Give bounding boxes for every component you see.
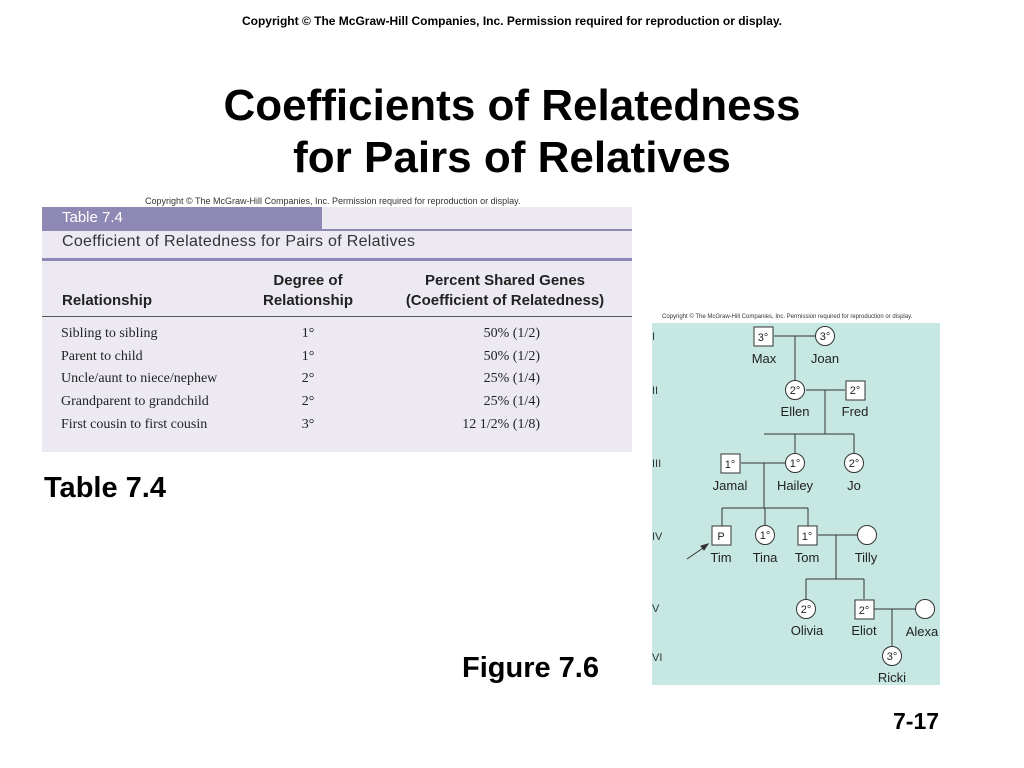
pedigree-female-ricki xyxy=(882,646,902,666)
generation-label: II xyxy=(652,385,658,397)
cell-percent: 25% (1/4) xyxy=(483,394,540,409)
degree-label: 1° xyxy=(760,530,771,542)
generation-label: VI xyxy=(652,652,662,664)
person-name: Ricki xyxy=(878,670,906,685)
cell-degree: 2° xyxy=(301,394,315,409)
proband-arrow-icon xyxy=(686,543,710,560)
degree-label: 3° xyxy=(820,331,831,343)
pedigree-male-max xyxy=(753,326,774,347)
pedigree-female-alexa xyxy=(915,599,935,619)
pedigree-chart: I II III IV V VI 3° Max 3° Joan 2 xyxy=(652,323,940,685)
cell-relationship: Uncle/aunt to niece/nephew xyxy=(61,371,218,386)
table-divider xyxy=(42,258,632,261)
person-name: Tom xyxy=(795,550,820,565)
cell-relationship: Parent to child xyxy=(61,349,143,364)
person-name: Olivia xyxy=(791,623,824,638)
table-row: First cousin to first cousin 3° 12 1/2% … xyxy=(42,417,632,439)
cell-percent: 50% (1/2) xyxy=(483,326,540,341)
table-row: Parent to child 1° 50% (1/2) xyxy=(42,349,632,371)
proband-label: P xyxy=(717,531,724,543)
column-header-percent-line-2: (Coefficient of Relatedness) xyxy=(405,292,605,309)
degree-label: 2° xyxy=(801,604,812,616)
degree-label: 2° xyxy=(850,385,861,397)
person-name: Eliot xyxy=(851,623,877,638)
table-row: Grandparent to grandchild 2° 25% (1/4) xyxy=(42,394,632,416)
generation-label: I xyxy=(652,331,655,343)
table-caption: Coefficient of Relatedness for Pairs of … xyxy=(62,233,416,250)
pedigree-male-jamal xyxy=(720,453,741,474)
cell-degree: 2° xyxy=(301,371,315,386)
table-panel xyxy=(42,207,632,452)
person-name: Max xyxy=(752,351,777,366)
slide-title: Coefficients of Relatedness for Pairs of… xyxy=(0,80,1024,184)
generation-label: III xyxy=(652,458,661,470)
degree-label: 1° xyxy=(802,531,813,543)
cell-relationship: First cousin to first cousin xyxy=(61,417,208,432)
pedigree-female-olivia xyxy=(796,599,816,619)
generation-label: V xyxy=(652,603,660,615)
pedigree-proband-tim xyxy=(711,525,732,546)
column-header-degree: Degree of Relationship xyxy=(248,271,368,311)
table-divider xyxy=(42,229,632,231)
person-name: Jamal xyxy=(713,478,748,493)
person-name: Fred xyxy=(842,404,869,419)
pedigree-male-fred xyxy=(845,380,866,401)
table-row: Uncle/aunt to niece/nephew 2° 25% (1/4) xyxy=(42,371,632,393)
pedigree-female-tilly xyxy=(857,525,877,545)
cell-percent: 12 1/2% (1/8) xyxy=(462,417,540,432)
pedigree-male-tom xyxy=(797,525,818,546)
figure-copyright: Copyright © The McGraw-Hill Companies, I… xyxy=(662,314,913,320)
cell-degree: 1° xyxy=(301,349,315,364)
table-divider xyxy=(42,316,632,317)
person-name: Jo xyxy=(847,478,861,493)
cell-percent: 25% (1/4) xyxy=(483,371,540,386)
table-row: Sibling to sibling 1° 50% (1/2) xyxy=(42,326,632,348)
table-copyright: Copyright © The McGraw-Hill Companies, I… xyxy=(145,196,521,206)
person-name: Hailey xyxy=(777,478,814,493)
pedigree-female-joan xyxy=(815,326,835,346)
column-header-degree-line-2: Relationship xyxy=(262,292,353,309)
copyright-notice: Copyright © The McGraw-Hill Companies, I… xyxy=(241,14,783,28)
slide-title-line-2: for Pairs of Relatives xyxy=(293,133,731,182)
pedigree-female-hailey xyxy=(785,453,805,473)
cell-degree: 1° xyxy=(301,326,315,341)
degree-label: 1° xyxy=(725,459,736,471)
generation-label: IV xyxy=(652,531,663,543)
pedigree-female-tina xyxy=(755,525,775,545)
person-name: Tim xyxy=(710,550,731,565)
column-header-degree-line-1: Degree of xyxy=(273,272,343,289)
table-label: Table 7.4 xyxy=(44,472,166,504)
degree-label: 1° xyxy=(790,458,801,470)
pedigree-lines xyxy=(721,335,916,646)
figure-label: Figure 7.6 xyxy=(462,652,599,684)
degree-label: 2° xyxy=(790,385,801,397)
table-tag: Table 7.4 xyxy=(42,207,322,229)
slide-title-line-1: Coefficients of Relatedness xyxy=(223,81,801,130)
cell-relationship: Grandparent to grandchild xyxy=(61,394,209,409)
person-name: Alexa xyxy=(906,624,939,639)
person-name: Joan xyxy=(811,351,839,366)
cell-relationship: Sibling to sibling xyxy=(61,326,158,341)
column-header-relationship: Relationship xyxy=(62,292,153,309)
slide-number: 7-17 xyxy=(893,708,940,734)
degree-label: 2° xyxy=(849,458,860,470)
pedigree-male-eliot xyxy=(854,599,875,620)
pedigree-female-jo xyxy=(844,453,864,473)
degree-label: 3° xyxy=(887,651,898,663)
cell-percent: 50% (1/2) xyxy=(483,349,540,364)
degree-label: 3° xyxy=(758,332,769,344)
column-header-percent: Percent Shared Genes (Coefficient of Rel… xyxy=(385,271,625,311)
person-name: Ellen xyxy=(781,404,810,419)
column-header-percent-line-1: Percent Shared Genes xyxy=(424,272,586,289)
degree-label: 2° xyxy=(859,605,870,617)
cell-degree: 3° xyxy=(301,417,315,432)
person-name: Tina xyxy=(753,550,779,565)
person-name: Tilly xyxy=(855,550,878,565)
pedigree-female-ellen xyxy=(785,380,805,400)
